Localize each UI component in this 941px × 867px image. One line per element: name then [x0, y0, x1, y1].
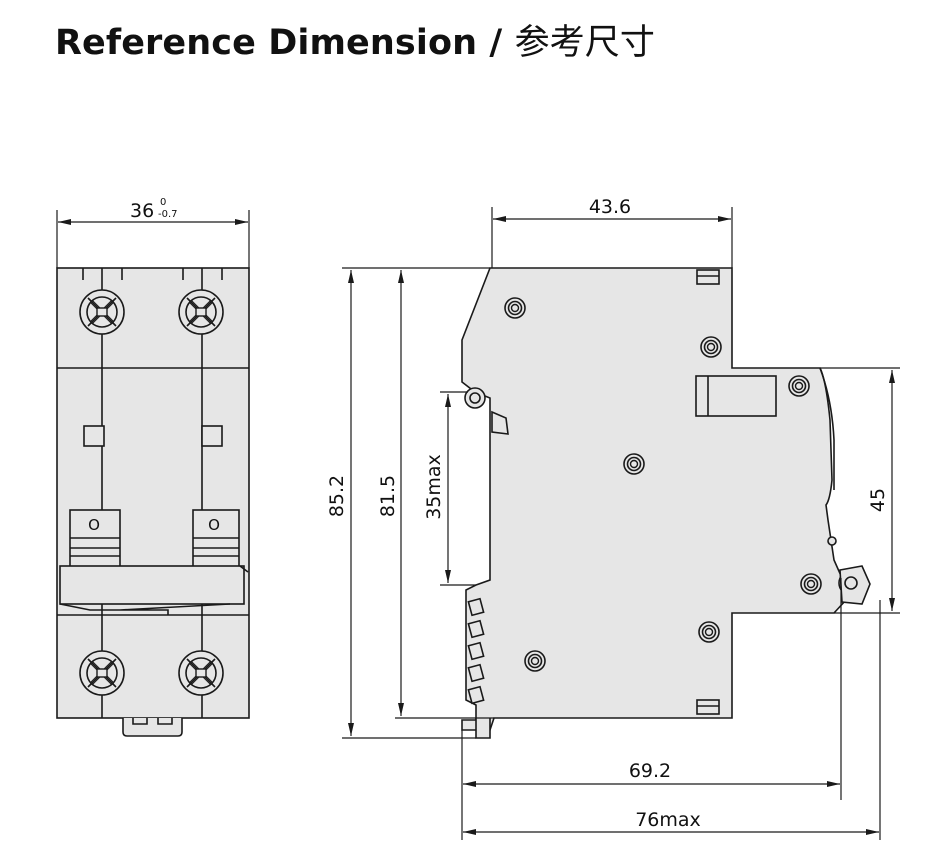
rail-notch: [491, 410, 509, 435]
indicator-window-right: [201, 425, 223, 447]
dim-rail-height-value: 35max: [423, 454, 445, 520]
dim-depth-to-front-value: 69.2: [629, 760, 671, 782]
dim-front-height: [820, 367, 900, 614]
dim-overall-depth-value: 76max: [635, 809, 701, 831]
dim-side-depth-value: 43.6: [589, 196, 631, 218]
dim-depth-to-front: [461, 578, 842, 840]
side-body-outline: [461, 267, 847, 731]
terminal-screw-bottom-left: [79, 650, 125, 696]
dim-overall-depth: [463, 600, 881, 840]
indicator-window-left: [83, 425, 105, 447]
vent-slots: [467, 597, 485, 705]
title-chinese: 参考尺寸: [514, 23, 655, 63]
terminal-screw-top-left: [79, 289, 125, 335]
switch-label-left: O: [88, 516, 100, 534]
dim-rail-height: [440, 391, 476, 586]
switch-label-right: O: [208, 516, 220, 534]
dim-front-width-tol-upper: 0: [160, 197, 166, 208]
front-view: [56, 267, 250, 737]
dim-inner-height: [395, 270, 494, 719]
rivet-3: [788, 375, 810, 397]
rivet-5: [800, 573, 822, 595]
bottom-foot: [475, 718, 491, 739]
bottom-tab: [696, 699, 720, 715]
dim-front-height-value: 45: [867, 488, 889, 512]
rivet-4: [623, 453, 645, 475]
terminal-screw-top-right: [178, 289, 224, 335]
front-body-outline: [56, 267, 250, 719]
rivet-1: [504, 297, 526, 319]
terminal-screw-bottom-right: [178, 650, 224, 696]
title-separator: /: [477, 23, 515, 63]
page-title: Reference Dimension / 参考尺寸: [55, 14, 655, 65]
dim-total-height: [342, 267, 490, 739]
title-english: Reference Dimension: [55, 23, 478, 63]
din-clip-detail: [132, 718, 173, 725]
dim-total-height-value: 85.2: [326, 475, 348, 517]
rivet-6: [698, 621, 720, 643]
label-window: [695, 375, 777, 417]
dim-side-depth: [491, 207, 733, 268]
dim-front-width-tol-lower: -0.7: [158, 209, 178, 220]
top-tab: [696, 269, 720, 285]
dim-front-width: [56, 210, 250, 268]
dim-inner-height-value: 81.5: [377, 475, 399, 517]
rivet-7: [524, 650, 546, 672]
rivet-2: [700, 336, 722, 358]
side-view: [461, 267, 871, 739]
handle-bar: [59, 565, 245, 605]
din-clip: [122, 718, 183, 737]
dim-front-width-value: 36: [130, 200, 154, 222]
